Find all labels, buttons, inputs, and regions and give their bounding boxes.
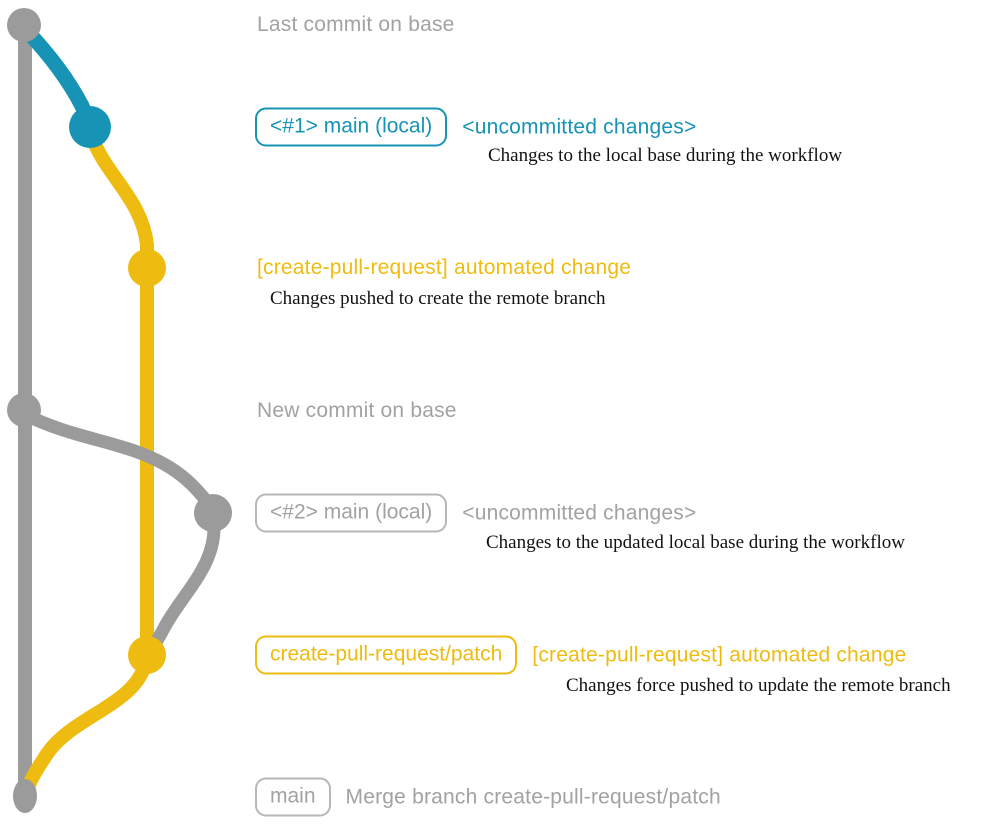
automated-change-2-label: [create-pull-request] automated change [532, 643, 907, 666]
uncommitted-1-row: <#1> main (local) <uncommitted changes> [255, 107, 697, 147]
uncommitted-2-row: <#2> main (local) <uncommitted changes> [255, 493, 697, 533]
last-commit-label: Last commit on base [257, 13, 455, 36]
commit-dot-last-base [7, 8, 41, 42]
commit-dot-merge [13, 779, 37, 813]
automated-change-1-caption: Changes pushed to create the remote bran… [270, 288, 606, 309]
commit-dot-uncommitted-2 [194, 494, 232, 532]
commit-dot-automated-1 [128, 249, 166, 287]
patch-branch-line [83, 125, 154, 662]
commit-dot-automated-2 [128, 636, 166, 674]
automated-2-row: create-pull-request/patch [create-pull-r… [255, 635, 907, 675]
new-commit-label: New commit on base [257, 399, 457, 422]
commit-dot-new-base [7, 393, 41, 427]
uncommitted-1-caption: Changes to the local base during the wor… [488, 145, 843, 166]
automated-change-2-caption: Changes force pushed to update the remot… [566, 675, 951, 696]
uncommitted-changes-tag-1: <uncommitted changes> [462, 115, 697, 138]
merge-curve [20, 653, 153, 798]
merge-commit-label: Merge branch create-pull-request/patch [345, 785, 721, 808]
commit-dot-uncommitted-1 [69, 106, 111, 148]
rebase-curve-out [19, 408, 220, 520]
commit-graph [7, 8, 232, 813]
branch-badge-main-local-1: <#1> main (local) [255, 107, 448, 147]
uncommitted-2-caption: Changes to the updated local base during… [486, 532, 905, 553]
uncommitted-changes-tag-2: <uncommitted changes> [462, 501, 697, 524]
branch-badge-main-local-2: <#2> main (local) [255, 493, 448, 533]
uncommitted-branch-curve-1 [18, 22, 96, 128]
automated-change-1-label: [create-pull-request] automated change [257, 256, 632, 279]
branch-badge-main: main [255, 777, 331, 817]
merge-row: main Merge branch create-pull-request/pa… [255, 777, 721, 817]
branch-badge-patch: create-pull-request/patch [255, 635, 518, 675]
rebase-curve-in [143, 509, 221, 660]
